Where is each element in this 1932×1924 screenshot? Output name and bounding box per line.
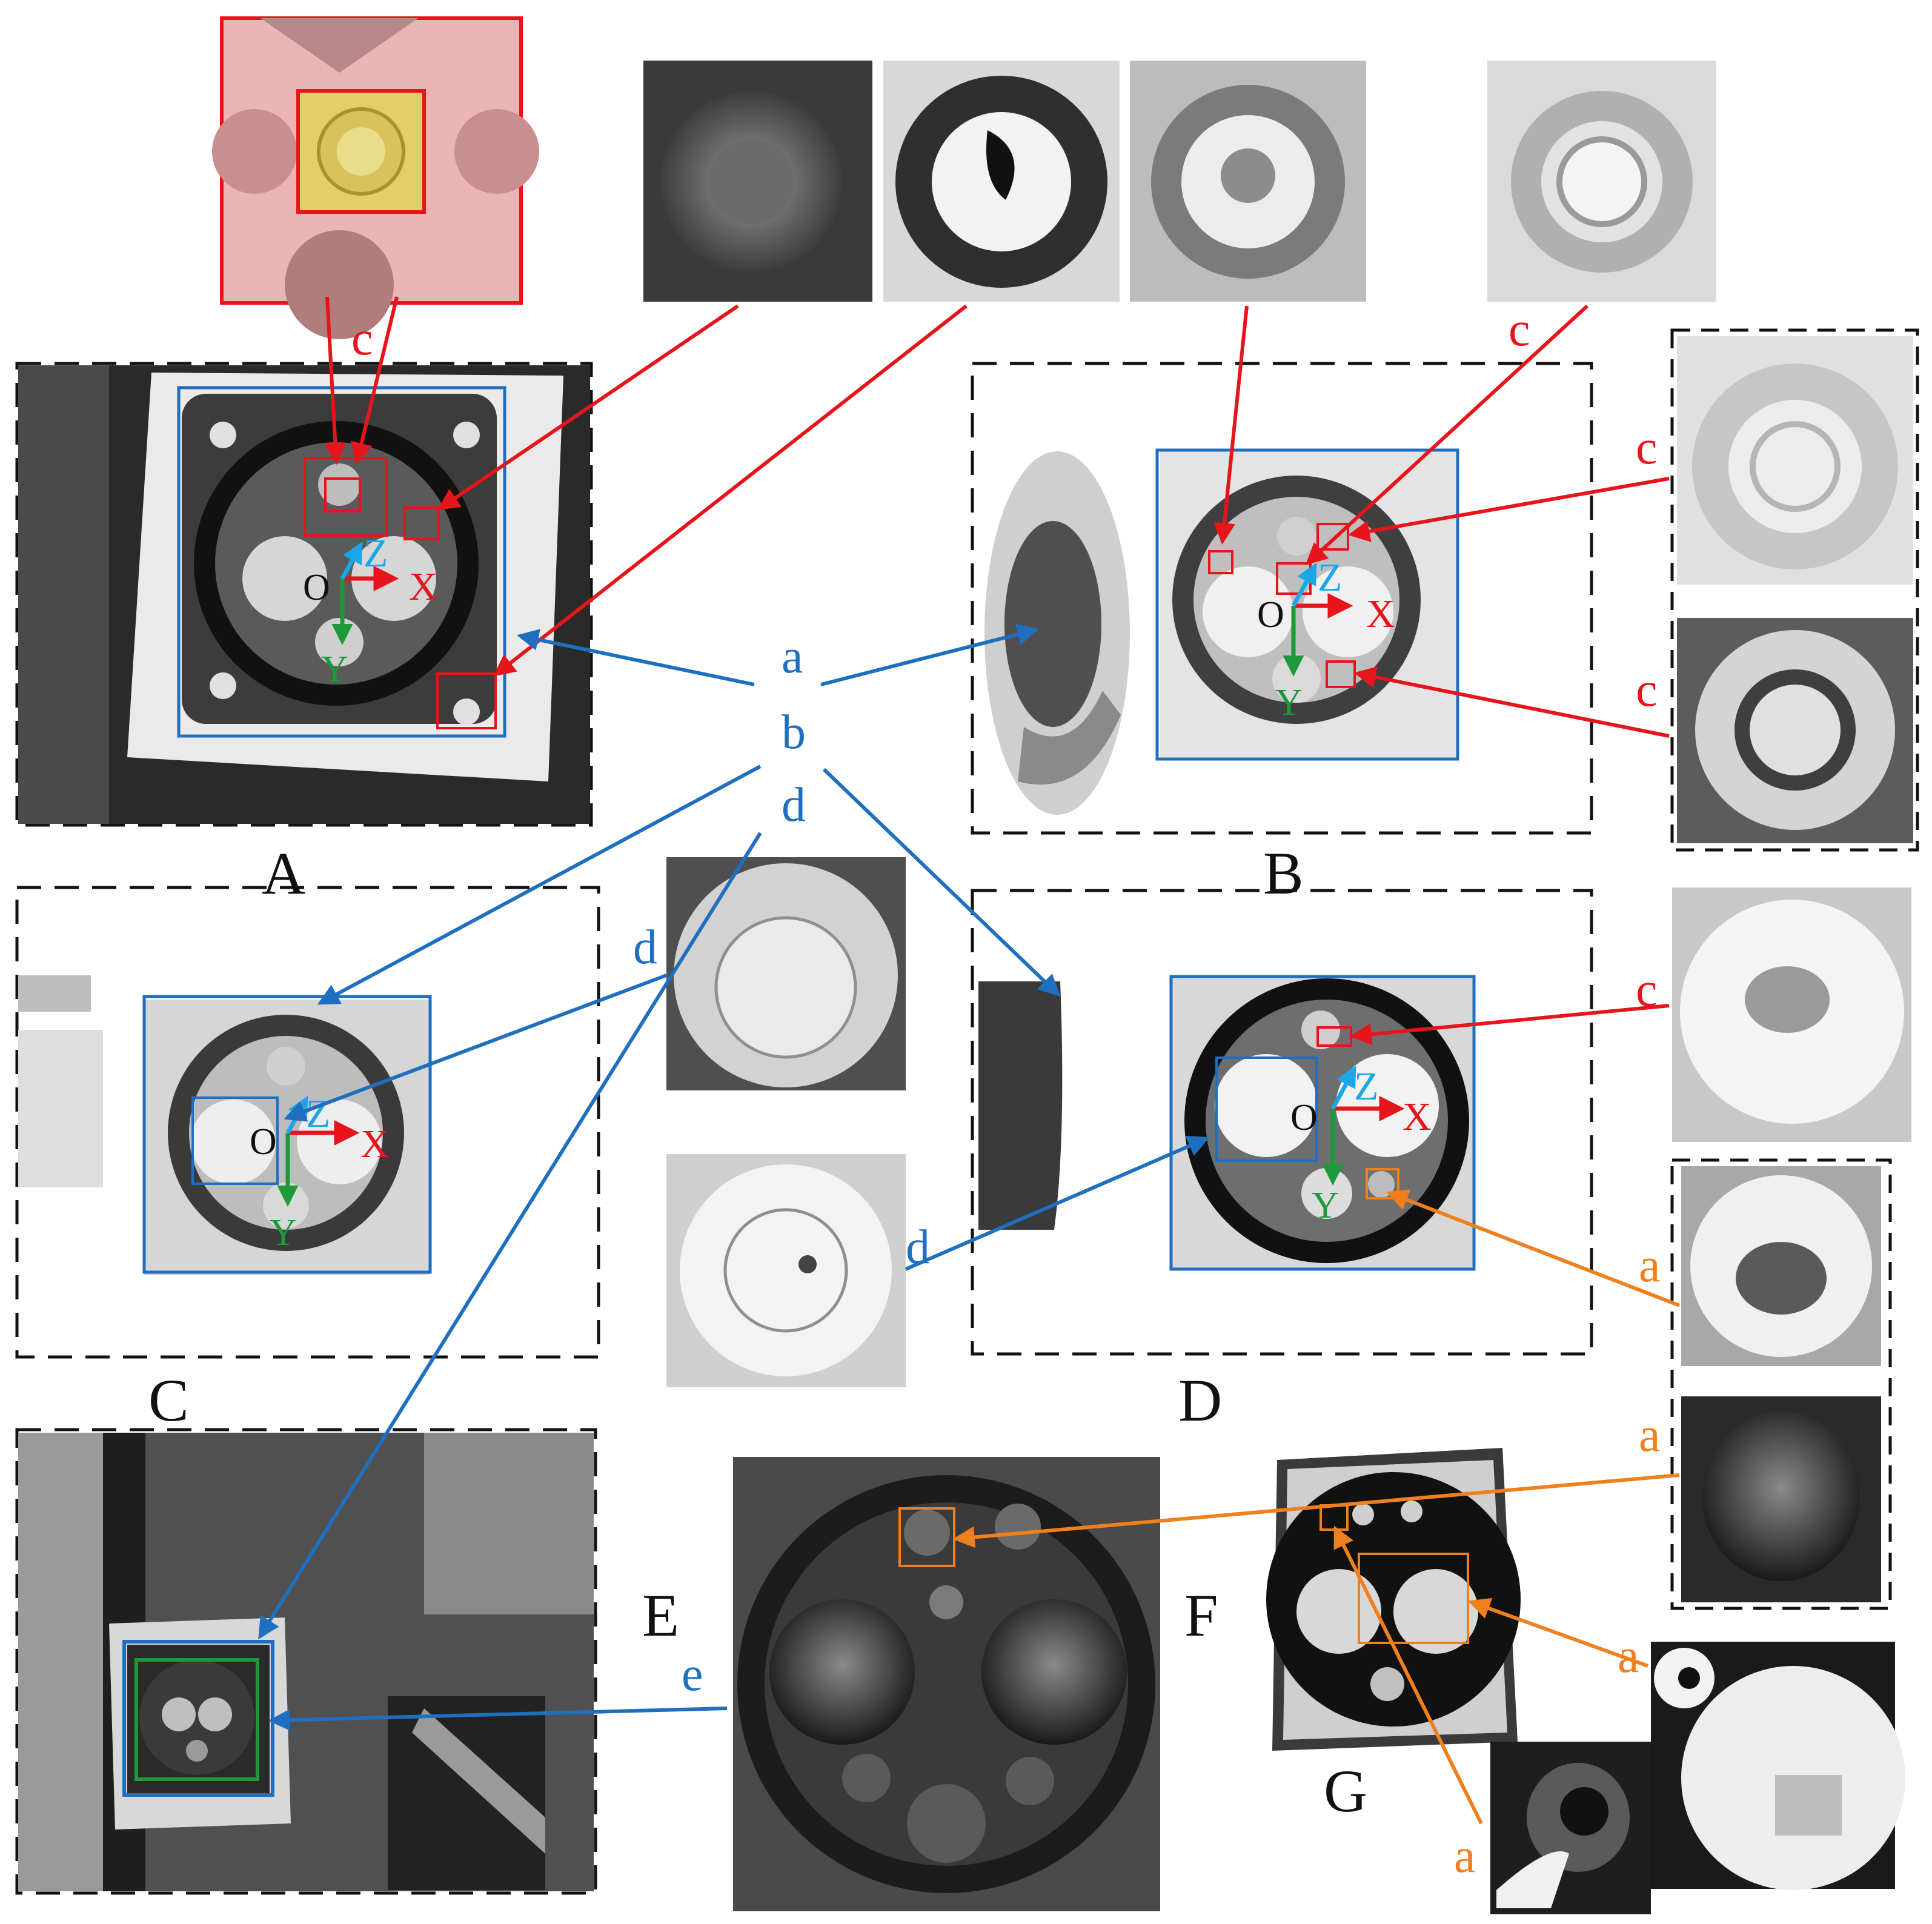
- thumbnail-G-right: [1651, 1642, 1905, 1890]
- axis-origin-label-B: O: [1257, 594, 1284, 635]
- callout-d-C: d: [633, 921, 657, 974]
- thumbnail-top-2: [883, 61, 1120, 302]
- axis-origin-label-D: O: [1290, 1097, 1318, 1138]
- callout-a-center: a: [782, 630, 803, 683]
- arrows-orange-a: [952, 1189, 1681, 1825]
- thumbnail-middle-1: [666, 857, 906, 1090]
- axis-y-label-A: Y: [321, 649, 348, 690]
- axis-origin-label-C: O: [250, 1121, 277, 1163]
- callout-a-G1: a: [1618, 1630, 1639, 1683]
- callout-c-B3: c: [1636, 663, 1658, 717]
- callout-d-center: d: [782, 778, 806, 832]
- axis-origin-label-A: O: [303, 567, 330, 608]
- axis-x-label-D: X: [1403, 1095, 1432, 1139]
- thumbnail-top-3: [1130, 61, 1366, 302]
- thumbnail-G-bottom: [1490, 1742, 1651, 1914]
- thumbnail-middle-2: [666, 1154, 906, 1387]
- thumbnail-top-4: [1487, 61, 1716, 302]
- thumbnails-right-D-bottom: [1670, 1158, 1892, 1610]
- axis-x-label-C: X: [360, 1122, 390, 1166]
- panel-D: [971, 889, 1593, 1356]
- panel-label-F: F: [1184, 1582, 1218, 1649]
- panel-label-E: E: [642, 1582, 679, 1649]
- axis-x-label-B: X: [1366, 592, 1395, 636]
- axis-z-label-A: Z: [363, 531, 388, 576]
- callout-a-F: a: [1639, 1408, 1661, 1462]
- callout-b-center: b: [782, 706, 806, 759]
- thumbnail-top-left-magnified: [212, 16, 539, 339]
- thumbnails-right-B: [1670, 328, 1919, 852]
- callout-c-B1: c: [1509, 303, 1530, 356]
- panel-label-C: C: [148, 1367, 189, 1434]
- panel-label-A: A: [262, 840, 305, 907]
- panel-A: [15, 362, 593, 827]
- axis-z-label-C: Z: [306, 1092, 330, 1136]
- thumbnail-right-D-top: [1672, 887, 1911, 1142]
- callout-c-D: c: [1636, 963, 1658, 1017]
- arrows-red-c: [324, 296, 1670, 1046]
- callout-a-G2: a: [1454, 1829, 1476, 1883]
- panel-label-B: B: [1263, 840, 1304, 907]
- axis-x-label-A: X: [409, 565, 438, 609]
- callout-e-E: e: [682, 1648, 703, 1701]
- thumbnail-top-1: [643, 61, 872, 302]
- panel-E: [15, 1428, 597, 1895]
- callout-c-A: c: [351, 312, 373, 365]
- thumbnail-E-zoom: [733, 1457, 1160, 1911]
- axis-y-label-B: Y: [1275, 682, 1303, 723]
- axis-z-label-B: Z: [1318, 556, 1342, 600]
- panel-label-D: D: [1178, 1367, 1222, 1434]
- axis-z-label-D: Z: [1354, 1064, 1378, 1109]
- axis-y-label-C: Y: [270, 1212, 297, 1253]
- callout-c-B2: c: [1636, 421, 1658, 474]
- panel-label-G: G: [1324, 1757, 1367, 1825]
- axis-y-label-D: Y: [1312, 1185, 1339, 1226]
- callout-a-D: a: [1639, 1239, 1661, 1292]
- callout-d-D: d: [906, 1221, 930, 1274]
- arrows-blue: [258, 623, 1210, 1731]
